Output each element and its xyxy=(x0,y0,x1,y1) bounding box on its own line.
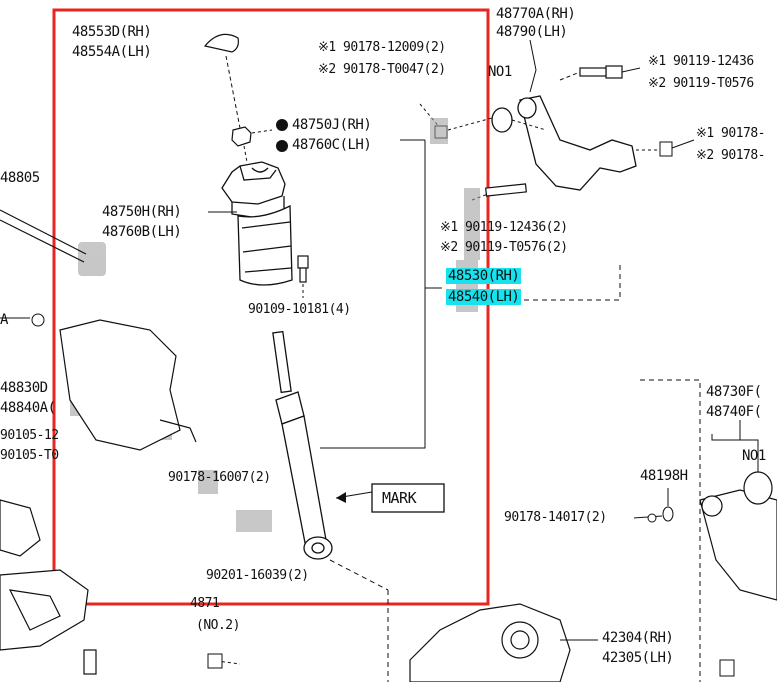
label-note-r2: ※2 90119-T0576 xyxy=(648,76,754,91)
leader-4871 xyxy=(209,659,241,665)
label-note-90178-t0047: ※2 90178-T0047(2) xyxy=(318,62,446,77)
leader-bush xyxy=(447,117,493,131)
bracket-left xyxy=(0,499,97,675)
bullet-2 xyxy=(276,140,288,152)
label-48840a: 48840A( xyxy=(0,400,56,416)
label-48730f: 48730F( xyxy=(706,384,762,400)
label-note-r1: ※1 90119-12436 xyxy=(648,54,754,69)
label-48740f: 48740F( xyxy=(706,404,762,420)
dust-cap xyxy=(203,33,239,53)
nut-right xyxy=(659,141,673,157)
nut-14017 xyxy=(647,513,657,523)
label-note-r4: ※2 90178- xyxy=(696,148,766,163)
dust-boot xyxy=(237,204,293,286)
bullet-1 xyxy=(276,119,288,131)
leader-48730f xyxy=(711,434,759,472)
label-note-mid1: ※1 90119-12436(2) xyxy=(440,220,568,235)
label-48554a: 48554A(LH) xyxy=(72,44,152,60)
bolt-90109 xyxy=(297,255,309,283)
label-48830d: 48830D xyxy=(0,380,48,396)
label-48750j: 48750J(RH) xyxy=(292,117,372,133)
leader-tr xyxy=(559,71,581,81)
lower-arm-right xyxy=(699,471,777,601)
label-48770a: 48770A(RH) xyxy=(496,6,576,22)
leader-nut2 xyxy=(243,145,248,163)
label-48805: 48805 xyxy=(0,170,40,186)
mark-arrow xyxy=(335,483,445,513)
leader-nut xyxy=(251,129,273,134)
bolt-4871 xyxy=(207,653,223,669)
label-shock-lh: 48540(LH) xyxy=(446,289,522,305)
label-42304: 42304(RH) xyxy=(602,630,674,646)
label-48750h: 48750H(RH) xyxy=(102,204,182,220)
label-14017: 90178-14017(2) xyxy=(504,510,607,525)
label-no1-right: NO1 xyxy=(742,448,766,464)
leader-lower xyxy=(329,559,389,591)
leader-shock-main xyxy=(320,140,426,449)
dashed-right xyxy=(640,379,701,682)
label-90105-a: 90105-12 xyxy=(0,428,59,443)
label-90105-b: 90105-T0 xyxy=(0,448,59,463)
bolt-top-right xyxy=(579,65,623,79)
highlight-frame xyxy=(52,8,490,606)
knuckle xyxy=(409,603,571,682)
label-16007: 90178-16007(2) xyxy=(168,470,271,485)
label-48553d: 48553D(RH) xyxy=(72,24,152,40)
dashed-outline xyxy=(506,262,621,301)
leader-cap xyxy=(225,55,241,129)
shock-absorber xyxy=(272,330,333,560)
leader-tr2 xyxy=(621,67,641,73)
label-90109: 90109-10181(4) xyxy=(248,302,351,317)
lower-arm-left xyxy=(0,209,197,451)
label-no1-top: NO1 xyxy=(488,64,512,80)
leader-nut-right2 xyxy=(671,139,695,149)
upper-mount xyxy=(221,161,286,219)
bolt-a xyxy=(31,313,45,327)
label-48790: 48790(LH) xyxy=(496,24,568,40)
nut-48750j xyxy=(231,126,252,147)
label-48198h: 48198H xyxy=(640,468,688,484)
bolt-mid xyxy=(485,183,527,197)
label-note-mid2: ※2 90119-T0576(2) xyxy=(440,240,568,255)
label-shock-rh: 48530(RH) xyxy=(446,268,522,284)
label-48760b: 48760B(LH) xyxy=(102,224,182,240)
upper-arm xyxy=(491,95,637,191)
label-no2: (NO.2) xyxy=(196,618,240,633)
label-4871: 4871 xyxy=(190,596,220,611)
label-a: A xyxy=(0,312,8,328)
label-note-r3: ※1 90178- xyxy=(696,126,766,141)
bolt-bottom-right xyxy=(719,659,735,677)
label-42305: 42305(LH) xyxy=(602,650,674,666)
label-48760c: 48760C(LH) xyxy=(292,137,372,153)
label-mark: MARK xyxy=(382,489,417,507)
bushing-48198h xyxy=(662,506,674,522)
label-note-90178-12009: ※1 90178-12009(2) xyxy=(318,40,446,55)
label-16039: 90201-16039(2) xyxy=(206,568,309,583)
leader-48770a xyxy=(529,39,537,93)
